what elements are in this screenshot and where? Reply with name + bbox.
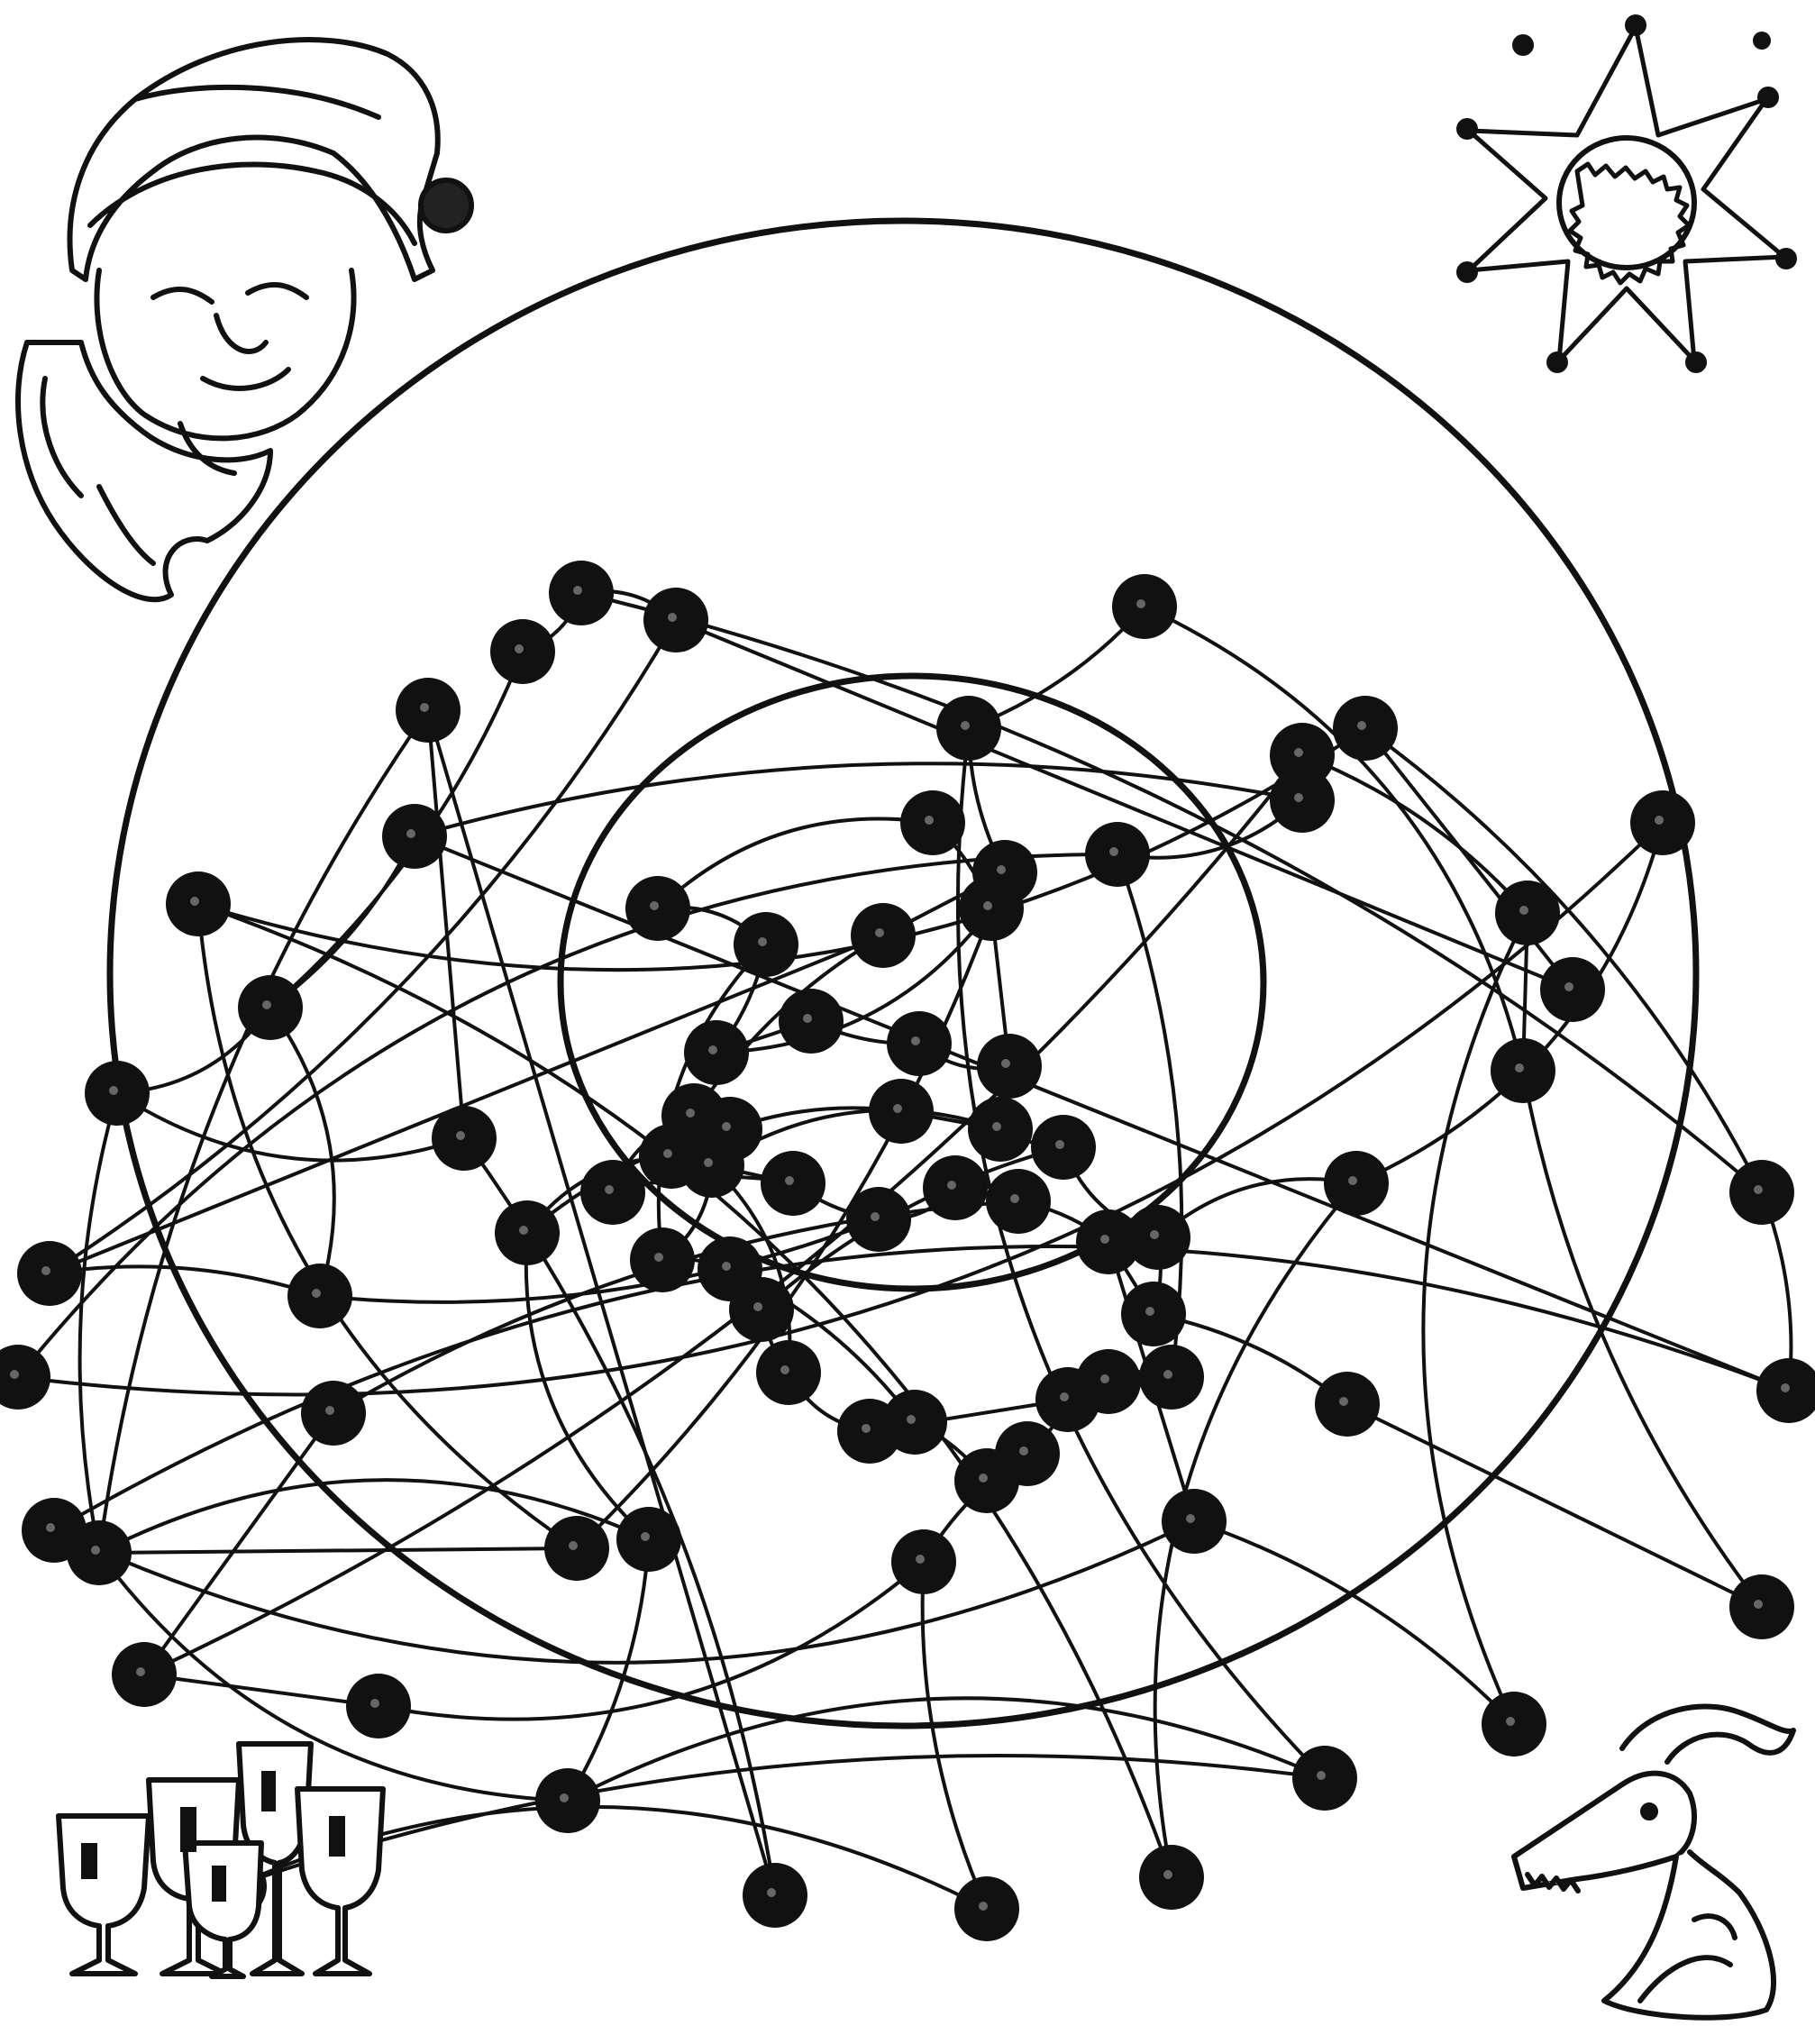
maze-node-highlight: [1019, 1446, 1028, 1455]
maze-node-highlight: [803, 1014, 812, 1023]
maze-node-highlight: [654, 1253, 663, 1262]
maze-node-highlight: [573, 586, 582, 595]
maze-node-highlight: [1348, 1176, 1357, 1185]
maze-node-highlight: [109, 1086, 118, 1095]
maze-node-highlight: [370, 1699, 379, 1708]
maze-node-highlight: [893, 1104, 902, 1113]
maze-node-highlight: [1781, 1383, 1790, 1392]
maze-node-highlight: [767, 1888, 776, 1897]
maze-node-highlight: [1294, 793, 1303, 802]
maze-node-highlight: [1100, 1374, 1109, 1383]
maze-node-highlight: [979, 1902, 988, 1911]
maze-node-highlight: [1317, 1771, 1326, 1780]
maze-node-highlight: [650, 901, 659, 910]
maze-node-highlight: [91, 1546, 100, 1555]
maze-node-highlight: [785, 1176, 794, 1185]
santa-claus-icon: [0, 0, 505, 631]
maze-node-highlight: [722, 1122, 731, 1131]
maze-node-highlight: [663, 1149, 672, 1158]
maze-node-highlight: [406, 829, 415, 838]
maze-node-highlight: [262, 1000, 271, 1009]
maze-node-highlight: [136, 1667, 145, 1676]
maze-node-highlight: [1339, 1397, 1348, 1406]
maze-path: [1194, 1521, 1514, 1724]
maze-node-highlight: [862, 1424, 871, 1433]
maze-node-highlight: [780, 1365, 789, 1374]
wine-glasses-icon: [50, 1717, 410, 1987]
maze-path: [658, 818, 933, 908]
maze-node-highlight: [41, 1266, 50, 1275]
maze-path: [270, 1008, 334, 1296]
goat-icon: [1496, 1694, 1811, 2037]
maze-node-highlight: [519, 1226, 528, 1235]
maze-node-highlight: [569, 1541, 578, 1550]
maze-path: [1347, 1404, 1762, 1607]
maze-node-highlight: [1186, 1514, 1195, 1523]
maze-node-highlight: [1001, 1059, 1010, 1068]
maze-node-highlight: [46, 1523, 55, 1532]
maze-node-highlight: [1655, 816, 1664, 825]
maze-node-highlight: [560, 1793, 569, 1802]
maze-node-highlight: [925, 816, 934, 825]
maze-node-highlight: [871, 1212, 880, 1221]
maze-node-highlight: [1010, 1194, 1019, 1203]
maze-node-highlight: [1294, 748, 1303, 757]
maze-node-highlight: [1754, 1600, 1763, 1609]
maze-node-highlight: [1519, 906, 1528, 915]
maze-node-highlight: [992, 1122, 1001, 1131]
star-ornament-icon: [1433, 0, 1811, 415]
maze-path: [1356, 823, 1663, 1183]
maze-path: [568, 1698, 1325, 1801]
maze-node-highlight: [1564, 982, 1573, 991]
maze-path: [676, 620, 1573, 990]
maze-node-highlight: [1150, 1230, 1159, 1239]
maze-node-highlight: [916, 1555, 925, 1564]
maze-node-highlight: [668, 613, 677, 622]
maze-node-highlight: [722, 1262, 731, 1271]
maze-node-highlight: [312, 1289, 321, 1298]
maze-node-highlight: [997, 865, 1006, 874]
maze-node-highlight: [10, 1370, 19, 1379]
maze-node-highlight: [961, 721, 970, 730]
maze-path: [144, 1413, 333, 1674]
maze-node-highlight: [515, 644, 524, 653]
maze-node-highlight: [1163, 1370, 1172, 1379]
maze-node-highlight: [1100, 1235, 1109, 1244]
maze-node-highlight: [641, 1532, 650, 1541]
maze-node-highlight: [983, 901, 992, 910]
maze-node-highlight: [605, 1185, 614, 1194]
maze-node-highlight: [1515, 1063, 1524, 1072]
maze-path: [144, 1674, 379, 1706]
maze-node-highlight: [911, 1036, 920, 1045]
maze-node-highlight: [947, 1181, 956, 1190]
maze-path: [270, 836, 415, 1008]
maze-node-highlight: [979, 1474, 988, 1483]
maze-node-highlight: [325, 1406, 334, 1415]
maze-node-highlight: [686, 1109, 695, 1118]
maze-node-highlight: [758, 937, 767, 946]
maze-node-highlight: [704, 1158, 713, 1167]
maze-node-highlight: [1109, 847, 1118, 856]
maze-path: [99, 1548, 577, 1553]
maze-node-highlight: [875, 928, 884, 937]
maze-node-highlight: [190, 897, 199, 906]
maze-node-highlight: [1055, 1140, 1064, 1149]
maze-node-highlight: [708, 1045, 717, 1054]
maze-node-highlight: [1754, 1185, 1763, 1194]
maze-node-highlight: [1163, 1870, 1172, 1879]
maze-node-highlight: [1357, 721, 1366, 730]
maze-node-highlight: [1145, 1307, 1154, 1316]
maze-node-highlight: [753, 1302, 762, 1311]
maze-path: [1145, 607, 1523, 1071]
maze-path: [1365, 728, 1573, 990]
maze-path: [415, 836, 1789, 1391]
maze-node-highlight: [907, 1415, 916, 1424]
maze-node-highlight: [420, 703, 429, 712]
inner-ring: [561, 676, 1263, 1289]
maze-node-highlight: [456, 1131, 465, 1140]
maze-node-highlight: [1060, 1392, 1069, 1401]
maze-node[interactable]: [0, 1345, 50, 1410]
maze-node-highlight: [1136, 599, 1145, 608]
